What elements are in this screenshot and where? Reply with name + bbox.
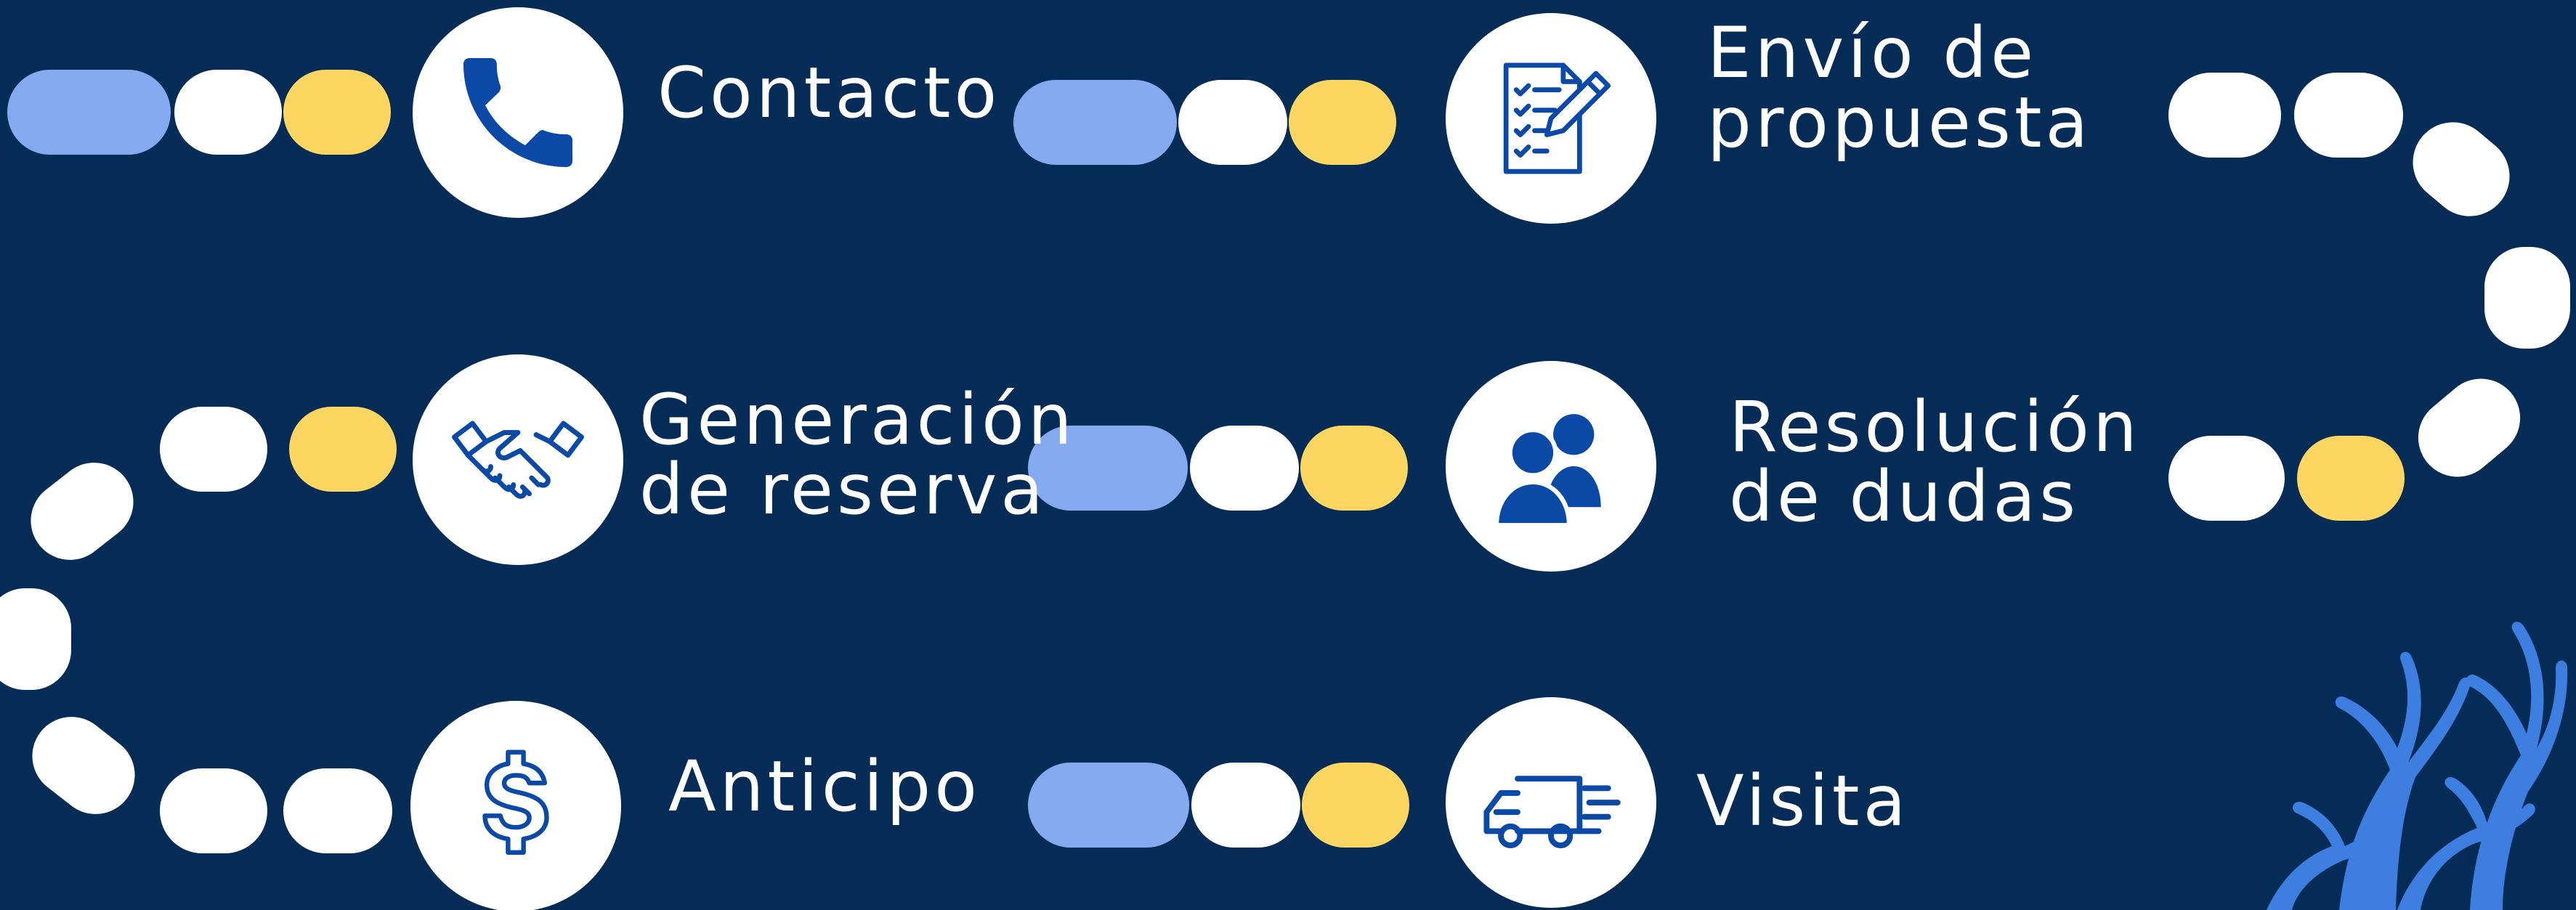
handshake-icon-circle	[413, 354, 623, 565]
connector-pill	[2294, 73, 2403, 158]
connector-pill	[160, 407, 267, 492]
connector-pill	[160, 768, 267, 853]
connector-pill	[283, 70, 391, 155]
people-icon-circle	[1446, 361, 1656, 572]
connector-pill	[2168, 73, 2281, 158]
document-pen-icon	[1503, 62, 1611, 174]
connector-pill	[1191, 763, 1300, 848]
connector-pill	[1178, 80, 1287, 165]
step-label-contacto: Contacto	[657, 52, 1001, 134]
connector-pill	[2168, 436, 2285, 521]
connector-pill	[1302, 763, 1409, 848]
handshake-icon	[452, 421, 584, 499]
connector-pill	[1028, 426, 1188, 511]
connector-pill	[1028, 763, 1189, 848]
connector-pill	[7, 70, 171, 155]
connector-dash	[2397, 105, 2526, 233]
step-label-anticipo: Anticipo	[668, 746, 981, 827]
step-label-generacion-reserva: Generación de reserva	[639, 379, 1076, 530]
connector-pill	[1190, 426, 1299, 511]
step-label-envio-propuesta: Envío de propuesta	[1707, 12, 2092, 163]
step-label-resolucion-dudas: Resolución de dudas	[1729, 386, 2141, 537]
connector-dash	[2484, 247, 2570, 349]
phone-icon	[463, 58, 572, 167]
document-pen-icon-circle	[1446, 13, 1656, 224]
phone-icon-circle	[413, 7, 623, 218]
connector-dash	[16, 701, 151, 830]
delivery-truck-icon-circle	[1446, 697, 1656, 908]
connector-pill	[2297, 436, 2405, 521]
connector-dash	[2402, 362, 2537, 493]
connector-pill	[174, 70, 282, 155]
people-icon	[1494, 414, 1601, 528]
connector-pill	[1013, 80, 1177, 165]
connector-pill	[289, 407, 397, 492]
connector-pill	[1300, 426, 1408, 511]
coral-decoration	[2267, 622, 2568, 910]
connector-pill	[283, 768, 392, 853]
connector-dash	[15, 447, 150, 576]
connector-dash	[0, 588, 71, 690]
dollar-icon	[482, 749, 549, 855]
dollar-icon-circle	[410, 701, 621, 910]
delivery-truck-icon	[1483, 776, 1621, 848]
connector-pill	[1289, 80, 1396, 165]
step-label-visita: Visita	[1696, 760, 1910, 842]
